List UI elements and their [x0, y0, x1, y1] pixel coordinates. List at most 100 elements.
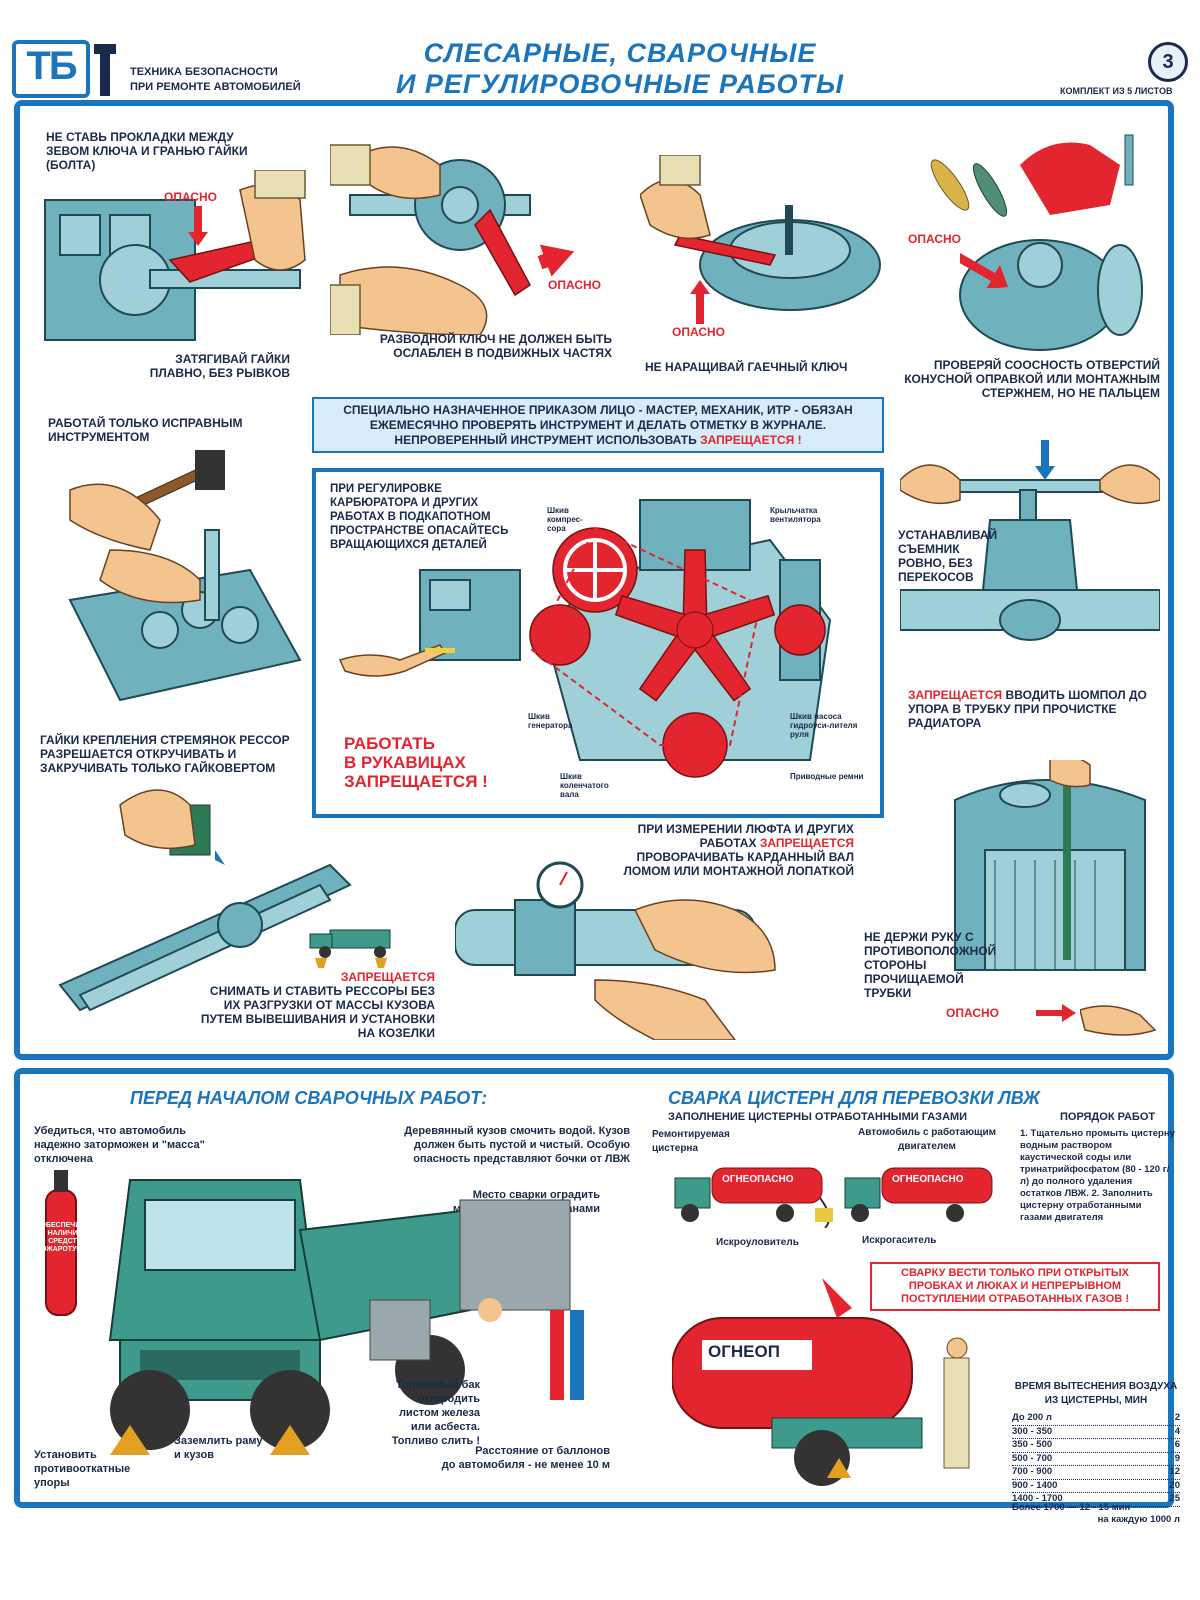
p1-danger-label: ОПАСНО — [164, 190, 217, 204]
blue-arrow-down-icon — [1035, 440, 1055, 480]
danger-arrow-right-icon — [1036, 1004, 1076, 1022]
time-minutes: 20 — [1169, 1479, 1180, 1491]
p3-danger-label: ОПАСНО — [672, 325, 725, 339]
time-minutes: 4 — [1174, 1425, 1180, 1437]
gloves-warning: РАБОТАТЬ В РУКАВИЦАХ ЗАПРЕЩАЕТСЯ ! — [344, 734, 488, 791]
spring-prohibited: ЗАПРЕЩАЕТСЯ — [340, 970, 435, 984]
time-last-a: Более 1700 — 12 - 15 мин — [1012, 1502, 1131, 1513]
time-table-row: 900 - 1400 20 — [1012, 1479, 1180, 1493]
ramrod-text: ВВОДИТЬ ШОМПОЛ ДО УПОРА В ТРУБКУ ПРИ ПРО… — [908, 688, 1147, 730]
puller-caption: УСТАНАВЛИВАЙ СЪЕМНИК РОВНО, БЕЗ ПЕРЕКОСО… — [898, 528, 998, 584]
time-table-row: 500 - 700 9 — [1012, 1452, 1180, 1466]
time-table-row: 300 - 350 4 — [1012, 1425, 1180, 1439]
time-minutes: 12 — [1169, 1466, 1180, 1477]
chocks-caption: Установить противооткатные упоры — [34, 1449, 131, 1489]
label-fan: Крыльчатка вентилятора — [770, 506, 821, 524]
shaft-text-a: ПРИ ИЗМЕРЕНИИ ЛЮФТА И ДРУГИХ РАБОТАХ — [637, 822, 854, 850]
subtitle-line1: ТЕХНИКА БЕЗОПАСНОСТИ — [130, 66, 278, 78]
p2-danger-label: ОПАСНО — [548, 278, 601, 292]
spark-arrester-label: Искрогаситель — [862, 1235, 937, 1246]
time-minutes: 9 — [1174, 1452, 1180, 1464]
time-title: ВРЕМЯ ВЫТЕСНЕНИЯ ВОЗДУХА ИЗ ЦИСТЕРНЫ, МИ… — [1014, 1381, 1178, 1406]
gloves-warning-3: ЗАПРЕЩАЕТСЯ ! — [344, 772, 488, 791]
time-volume: 300 - 350 — [1012, 1425, 1053, 1437]
header-subtitle: ТЕХНИКА БЕЗОПАСНОСТИ ПРИ РЕМОНТЕ АВТОМОБ… — [130, 65, 301, 95]
fire-extinguisher-icon — [45, 1170, 77, 1316]
welding-check: Убедиться, что автомобиль надежно заторм… — [34, 1125, 205, 1165]
shaft-text-b: ПРОВОРАЧИВАТЬ КАРДАННЫЙ ВАЛ ЛОМОМ ИЛИ МО… — [623, 850, 854, 878]
p1-title: НЕ СТАВЬ ПРОКЛАДКИ МЕЖДУ ЗЕВОМ КЛЮЧА И Г… — [46, 130, 248, 172]
p3-caption: НЕ НАРАЩИВАЙ ГАЕЧНЫЙ КЛЮЧ — [645, 360, 848, 374]
fuel-tank-caption: Топливный бак отгородить листом железа и… — [391, 1379, 480, 1447]
wooden-body-caption: Деревянный кузов смочить водой. Кузов до… — [404, 1125, 630, 1165]
tb-logo: ТБ — [12, 40, 90, 98]
hammer-cylinder-head-illustration — [68, 450, 302, 702]
time-table-row: 700 - 900 12 — [1012, 1466, 1180, 1480]
danger-arrow-up-icon — [690, 280, 710, 324]
ramrod-prohibited: ЗАПРЕЩАЕТСЯ — [908, 688, 1003, 702]
running-truck-label: Автомобиль с работающим двигателем — [858, 1127, 996, 1152]
carburetor-illustration — [338, 569, 521, 677]
extinguisher-label: ОБЕСПЕЧИТЬ НАЛИЧИЕ СРЕДСТВ ПОЖАРОТУШЕНИЯ — [36, 1222, 104, 1253]
spark-catcher-label: Искроуловитель — [716, 1237, 799, 1248]
puller-illustration — [900, 464, 1160, 641]
p1-caption: ЗАТЯГИВАЙ ГАЙКИ ПЛАВНО, БЕЗ РЫВКОВ — [149, 352, 290, 380]
title-line2: И РЕГУЛИРОВОЧНЫЕ РАБОТЫ — [395, 69, 845, 99]
label-drive-belts: Приводные ремни — [790, 772, 864, 781]
time-minutes: 25 — [1169, 1493, 1180, 1504]
time-table-last: Более 1700 — 12 - 15 мин на каждую 1000 … — [1012, 1502, 1180, 1526]
label-compressor-pulley: Шкив компрес-сора — [547, 506, 583, 533]
tank-label-2: ОГНЕОПАСНО — [892, 1174, 964, 1185]
label-crank-pulley: Шкив коленчатого вала — [560, 772, 609, 799]
truck-on-stands-icon — [309, 929, 391, 968]
engine-wrench-illustration — [44, 170, 306, 341]
notice-line1: СПЕЦИАЛЬНО НАЗНАЧЕННОЕ ПРИКАЗОМ ЛИЦО - М… — [343, 403, 853, 417]
ramrod-caption: ЗАПРЕЩАЕТСЯ ВВОДИТЬ ШОМПОЛ ДО УПОРА В ТР… — [908, 688, 1168, 730]
time-volume: 1400 - 1700 — [1012, 1493, 1063, 1504]
gloves-warning-2: В РУКАВИЦАХ — [344, 753, 466, 772]
notice-line2: ЕЖЕМЕСЯЧНО ПРОВЕРЯТЬ ИНСТРУМЕНТ И ДЕЛАТЬ… — [369, 418, 827, 432]
label-pump-pulley: Шкив насоса гидроуси-лителя руля — [790, 712, 858, 739]
welding-truck-illustration — [108, 1179, 584, 1455]
wrench-logo-icon — [94, 44, 116, 96]
spring-text: СНИМАТЬ И СТАВИТЬ РЕССОРЫ БЕЗ ИХ РАЗГРУЗ… — [200, 984, 435, 1040]
adjustable-wrench-illustration — [330, 144, 531, 335]
leaf-spring-illustration — [58, 789, 352, 1012]
engine-belts-diagram — [529, 499, 832, 778]
tanker-welding-illustration — [672, 1278, 970, 1486]
p2-caption: РАЗВОДНОЙ КЛЮЧ НЕ ДОЛЖЕН БЫТЬ ОСЛАБЛЕН В… — [379, 332, 612, 360]
shaft-caption: ПРИ ИЗМЕРЕНИИ ЛЮФТА И ДРУГИХ РАБОТАХ ЗАП… — [614, 822, 854, 878]
time-volume: 700 - 900 — [1012, 1466, 1053, 1477]
inspection-notice: СПЕЦИАЛЬНО НАЗНАЧЕННОЕ ПРИКАЗОМ ЛИЦО - М… — [312, 397, 884, 453]
time-volume: До 200 л — [1012, 1412, 1052, 1423]
cylinder-distance-caption: Расстояние от баллонов до автомобиля - н… — [410, 1444, 610, 1472]
welding-title: ПЕРЕД НАЧАЛОМ СВАРОЧНЫХ РАБОТ: — [130, 1088, 488, 1108]
time-volume: 500 - 700 — [1012, 1452, 1053, 1464]
nut-wrench-caption: ГАЙКИ КРЕПЛЕНИЯ СТРЕМЯНОК РЕССОР РАЗРЕША… — [40, 733, 290, 775]
carburetor-caption: ПРИ РЕГУЛИРОВКЕ КАРБЮРАТОРА И ДРУГИХ РАБ… — [330, 483, 509, 551]
title-line1: СЛЕСАРНЫЕ, СВАРОЧНЫЕ — [423, 38, 817, 68]
p4-danger-label: ОПАСНО — [908, 232, 961, 246]
two-tankers-illustration — [674, 1167, 993, 1228]
radiator-danger-label: ОПАСНО — [946, 1006, 999, 1020]
time-volume: 900 - 1400 — [1012, 1479, 1058, 1491]
extended-wrench-illustration — [640, 155, 881, 311]
gloves-warning-1: РАБОТАТЬ — [344, 734, 435, 753]
tanker-subtitle: ЗАПОЛНЕНИЕ ЦИСТЕРНЫ ОТРАБОТАННЫМИ ГАЗАМИ — [668, 1111, 968, 1123]
sheet-number-badge: 3 — [1148, 42, 1188, 82]
label-generator-pulley: Шкив генератора — [528, 712, 573, 730]
cardan-shaft-illustration — [455, 861, 776, 1040]
notice-line3: НЕПРОВЕРЕННЫЙ ИНСТРУМЕНТ ИСПОЛЬЗОВАТЬ ЗА… — [314, 433, 882, 448]
work-order-steps: 1. Тщательно промыть цистерну водным рас… — [1020, 1128, 1175, 1223]
danger-arrow-icon — [188, 206, 208, 246]
tank-label-1: ОГНЕОПАСНО — [722, 1174, 794, 1185]
time-last-b: на каждую 1000 л — [1097, 1514, 1180, 1525]
notice-line3-text: НЕПРОВЕРЕННЫЙ ИНСТРУМЕНТ ИСПОЛЬЗОВАТЬ — [394, 433, 697, 447]
time-minutes: 2 — [1174, 1412, 1180, 1423]
order-title: ПОРЯДОК РАБОТ — [1060, 1111, 1156, 1123]
cylinder-distance-b: до автомобиля - не менее 10 м — [441, 1459, 610, 1471]
ground-caption: Заземлить раму и кузов — [174, 1435, 263, 1461]
danger-arrow-icon — [960, 253, 1008, 288]
